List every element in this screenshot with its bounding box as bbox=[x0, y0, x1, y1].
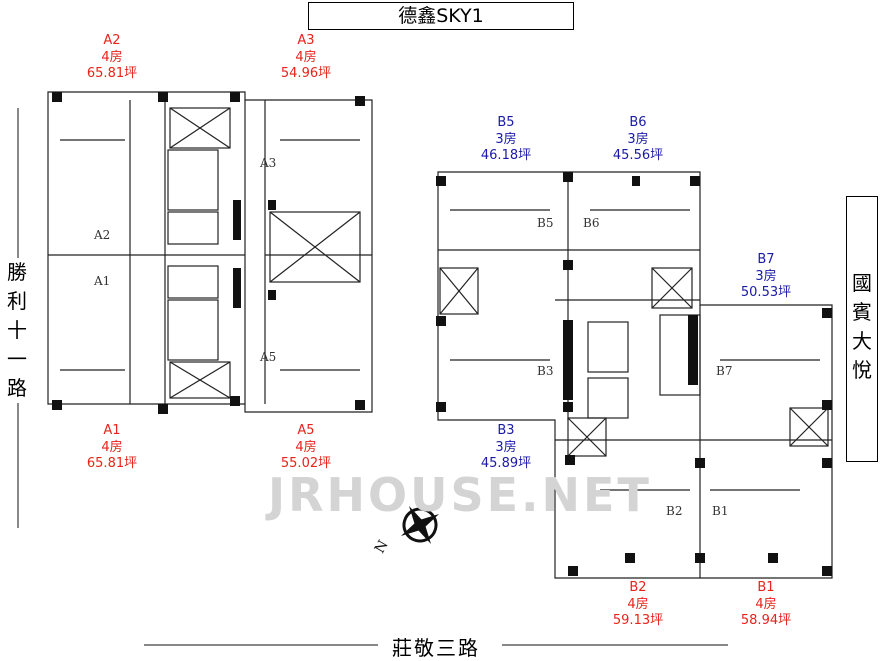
unit-area: 54.96坪 bbox=[280, 66, 332, 81]
unit-id: A5 bbox=[297, 423, 315, 438]
unit-id: B1 bbox=[757, 580, 775, 595]
plan-label-b5: B5 bbox=[537, 216, 554, 230]
unit-rooms: 4房 bbox=[295, 49, 317, 65]
unit-label-b5: B5 3房 46.18坪 bbox=[476, 115, 536, 165]
unit-id: A1 bbox=[103, 423, 121, 438]
watermark: JRHOUSE.NET bbox=[268, 468, 652, 522]
unit-rooms: 4房 bbox=[627, 596, 649, 612]
building-b-outline bbox=[437, 171, 833, 579]
plan-label-a3: A3 bbox=[260, 156, 277, 170]
unit-rooms: 3房 bbox=[627, 131, 649, 147]
unit-label-b1: B1 4房 58.94坪 bbox=[736, 580, 796, 630]
structural-columns bbox=[52, 92, 832, 576]
building-a-outline bbox=[47, 91, 373, 413]
unit-area: 45.56坪 bbox=[612, 148, 664, 163]
plan-label-b7: B7 bbox=[716, 364, 733, 378]
plan-label-a1: A1 bbox=[94, 274, 111, 288]
unit-label-b3: B3 3房 45.89坪 bbox=[476, 423, 536, 473]
south-road-label: 莊敬三路 bbox=[392, 636, 480, 660]
unit-area: 65.81坪 bbox=[86, 456, 138, 471]
unit-rooms: 3房 bbox=[755, 268, 777, 284]
unit-area: 50.53坪 bbox=[740, 285, 792, 300]
plan-label-b3: B3 bbox=[537, 364, 554, 378]
road-char: 勝 bbox=[7, 260, 27, 284]
unit-area: 59.13坪 bbox=[612, 613, 664, 628]
west-road-label: 勝 利 十 一 路 bbox=[2, 258, 32, 403]
plan-label-b6: B6 bbox=[583, 216, 600, 230]
road-char: 路 bbox=[7, 376, 27, 400]
road-char: 利 bbox=[7, 289, 27, 313]
east-char: 賓 bbox=[852, 300, 872, 324]
compass-north-label: N bbox=[372, 538, 392, 557]
unit-area: 55.02坪 bbox=[280, 456, 332, 471]
unit-area: 65.81坪 bbox=[86, 66, 138, 81]
unit-id: A3 bbox=[297, 33, 315, 48]
unit-rooms: 3房 bbox=[495, 131, 517, 147]
unit-rooms: 3房 bbox=[495, 439, 517, 455]
unit-id: B5 bbox=[497, 115, 515, 130]
east-char: 大 bbox=[852, 329, 872, 353]
east-char: 國 bbox=[852, 271, 872, 295]
road-char: 一 bbox=[7, 347, 27, 371]
road-char: 十 bbox=[7, 318, 27, 342]
unit-label-a5: A5 4房 55.02坪 bbox=[276, 423, 336, 473]
unit-label-b2: B2 4房 59.13坪 bbox=[608, 580, 668, 630]
plan-label-b1: B1 bbox=[712, 504, 729, 518]
unit-label-a3: A3 4房 54.96坪 bbox=[276, 33, 336, 83]
unit-rooms: 4房 bbox=[101, 49, 123, 65]
east-neighbor-label: 國 賓 大 悅 bbox=[846, 196, 878, 462]
unit-rooms: 4房 bbox=[101, 439, 123, 455]
unit-id: A2 bbox=[103, 33, 121, 48]
plan-label-a5: A5 bbox=[260, 350, 277, 364]
unit-label-b7: B7 3房 50.53坪 bbox=[736, 252, 796, 302]
plan-label-a2: A2 bbox=[94, 228, 111, 242]
unit-area: 58.94坪 bbox=[740, 613, 792, 628]
east-char: 悅 bbox=[852, 358, 872, 382]
unit-id: B7 bbox=[757, 252, 775, 267]
plan-label-b2: B2 bbox=[666, 504, 683, 518]
unit-id: B3 bbox=[497, 423, 515, 438]
unit-area: 46.18坪 bbox=[480, 148, 532, 163]
unit-rooms: 4房 bbox=[295, 439, 317, 455]
unit-label-a2: A2 4房 65.81坪 bbox=[82, 33, 142, 83]
unit-id: B6 bbox=[629, 115, 647, 130]
unit-label-a1: A1 4房 65.81坪 bbox=[82, 423, 142, 473]
unit-id: B2 bbox=[629, 580, 647, 595]
unit-area: 45.89坪 bbox=[480, 456, 532, 471]
unit-label-b6: B6 3房 45.56坪 bbox=[608, 115, 668, 165]
unit-rooms: 4房 bbox=[755, 596, 777, 612]
building-title: 德鑫SKY1 bbox=[308, 2, 574, 30]
compass-icon bbox=[400, 505, 440, 545]
